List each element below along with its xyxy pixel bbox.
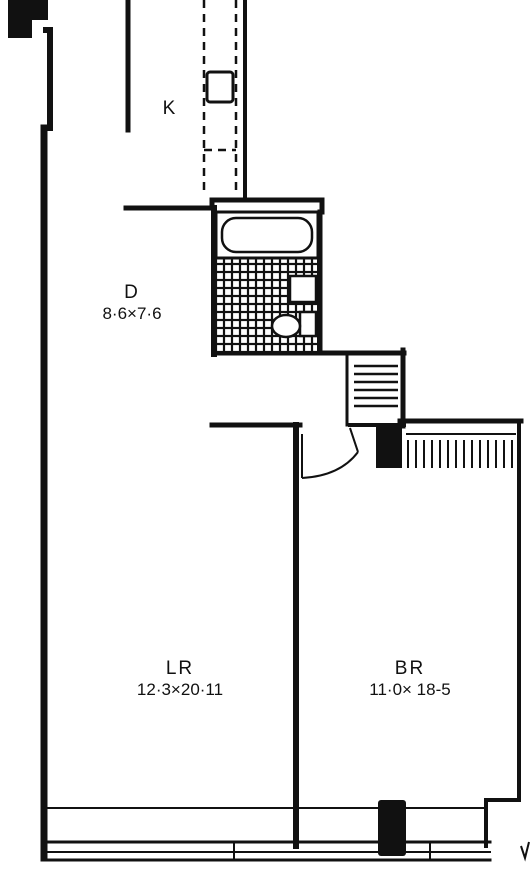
sink-icon [288,274,318,304]
bedroom-radiator [406,433,516,468]
stove-icon [205,70,235,104]
left-wall-upper [41,27,53,131]
bedroom-right-jog [484,786,521,848]
living-room-name: LR [165,658,195,679]
bathtub-basin [220,216,314,254]
dining-dimensions: 8·6×7·6 [102,304,162,323]
dining-label: D 8·6×7·6 [80,282,184,324]
dining-name: D [124,282,140,303]
bedroom-dimensions: 11·0× 18-5 [369,680,451,699]
toilet-icon [270,310,318,339]
kitchen-counters [202,0,238,196]
bedroom-column [376,424,402,468]
kitchen-name: K [162,98,178,119]
structural-column [378,800,406,856]
closet-shelves [354,364,398,408]
kitchen-label: K [158,98,182,120]
dining-top-wall [123,197,325,215]
walls [8,0,524,862]
bedroom-label: BR 11·0× 18-5 [340,658,480,700]
entry-door [301,427,359,479]
corner-block [8,0,48,38]
bath-tile-floor [215,257,319,353]
living-room-dimensions: 12·3×20·11 [136,680,224,699]
exterior-mark [520,841,530,862]
bedroom-name: BR [394,658,426,679]
living-room-label: LR 12·3×20·11 [110,658,250,700]
